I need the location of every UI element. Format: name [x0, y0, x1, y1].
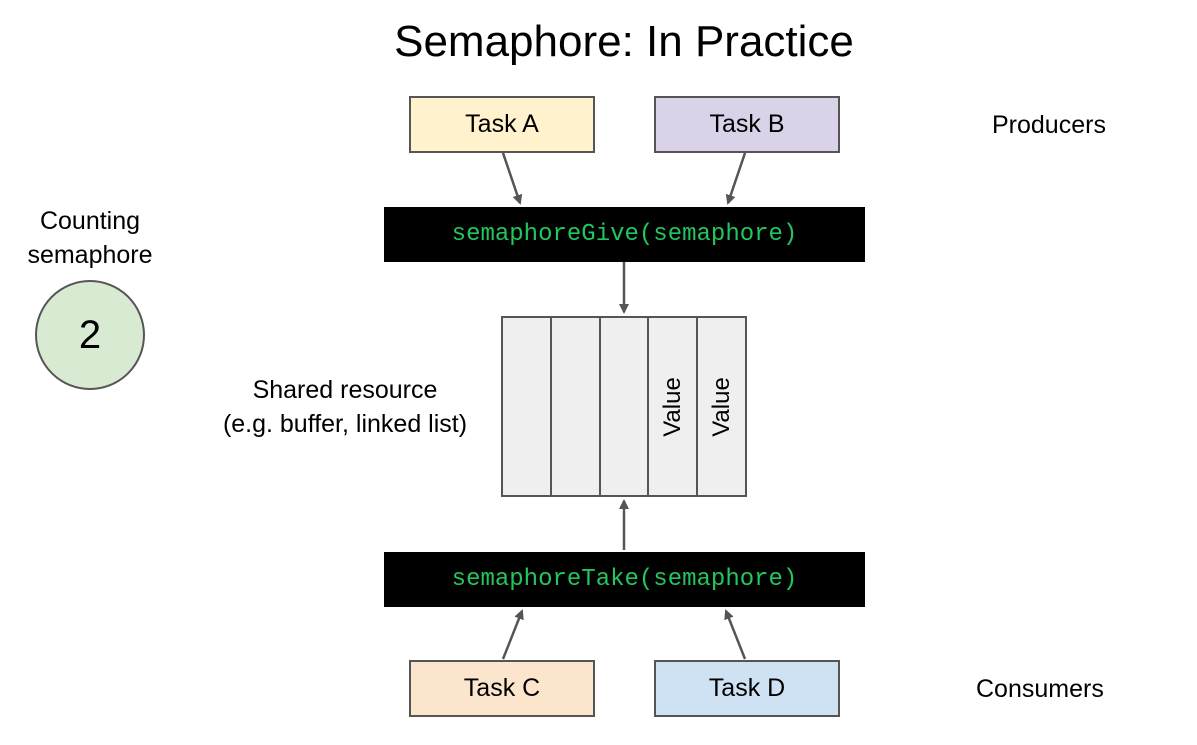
- buffer-cell: Value: [649, 318, 699, 495]
- task-b-box: Task B: [654, 96, 840, 153]
- shared-resource-label-line1: Shared resource: [252, 376, 438, 404]
- task-d-box: Task D: [654, 660, 840, 717]
- semaphore-label-line1: Counting: [39, 207, 141, 235]
- arrow-task-a-to-give: [501, 152, 523, 205]
- shared-resource-label: Shared resource (e.g. buffer, linked lis…: [195, 373, 495, 441]
- arrow-task-b-to-give: [725, 152, 747, 205]
- semaphore-count-circle: 2: [35, 280, 145, 390]
- task-a-box: Task A: [409, 96, 595, 153]
- shared-buffer: Value Value: [501, 316, 747, 497]
- arrow-task-c-to-take: [501, 609, 524, 660]
- semaphore-take-call: semaphoreTake(semaphore): [384, 552, 865, 607]
- buffer-cell: [503, 318, 552, 495]
- producers-label: Producers: [992, 111, 1106, 139]
- buffer-cell: [601, 318, 650, 495]
- task-c-box: Task C: [409, 660, 595, 717]
- shared-resource-label-line2: (e.g. buffer, linked list): [222, 410, 468, 438]
- buffer-cell: [552, 318, 601, 495]
- semaphore-label-line2: semaphore: [27, 241, 153, 269]
- arrow-task-d-to-take: [724, 609, 747, 660]
- semaphore-label: Counting semaphore: [0, 204, 180, 272]
- consumers-label: Consumers: [976, 675, 1104, 703]
- diagram-title: Semaphore: In Practice: [394, 17, 854, 66]
- semaphore-give-call: semaphoreGive(semaphore): [384, 207, 865, 262]
